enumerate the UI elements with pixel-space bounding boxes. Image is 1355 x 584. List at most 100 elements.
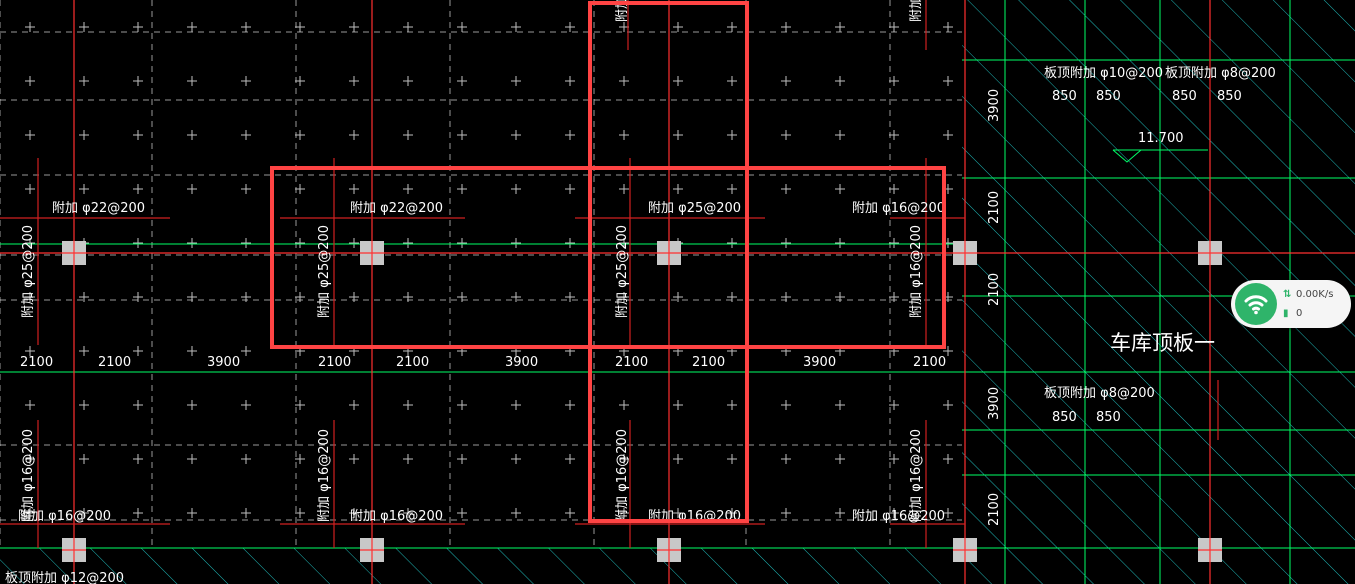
plus-mark — [241, 454, 251, 464]
rebar-label: 附加 φ22@200 — [350, 201, 443, 216]
column-cross — [62, 538, 86, 562]
rebar-label: 附加 φ22@200 — [52, 201, 145, 216]
plus-mark — [187, 238, 197, 248]
rebar-label-vertical: 附加 — [909, 0, 924, 22]
plus-mark — [457, 22, 467, 32]
plus-mark — [511, 76, 521, 86]
plus-mark — [673, 454, 683, 464]
plus-mark — [349, 130, 359, 140]
plus-mark — [565, 22, 575, 32]
plus-mark — [133, 22, 143, 32]
plus-mark — [349, 508, 359, 518]
slab-dim: 850 — [1096, 410, 1121, 425]
plus-mark — [781, 76, 791, 86]
slab-note: 板顶附加 φ8@200 — [1044, 386, 1155, 401]
network-widget[interactable]: ⇅ 0.00K/s ▮ 0 — [1231, 280, 1351, 328]
plus-mark — [187, 292, 197, 302]
plus-mark — [565, 238, 575, 248]
speed-value: 0.00K/s — [1296, 289, 1334, 300]
plus-mark — [403, 508, 413, 518]
plus-mark — [619, 22, 629, 32]
plus-mark — [403, 292, 413, 302]
rebar-lines — [0, 0, 1219, 548]
plus-mark — [349, 400, 359, 410]
plus-mark — [835, 22, 845, 32]
plus-mark — [25, 292, 35, 302]
battery-icon: ▮ — [1283, 308, 1289, 319]
plus-mark — [511, 22, 521, 32]
wifi-badge[interactable] — [1235, 283, 1277, 325]
plus-mark — [565, 130, 575, 140]
plus-mark — [133, 508, 143, 518]
plus-mark — [79, 130, 89, 140]
plus-mark — [349, 184, 359, 194]
plus-mark — [943, 508, 953, 518]
plus-mark — [565, 508, 575, 518]
column-cross — [360, 241, 384, 265]
count-value: 0 — [1296, 308, 1303, 319]
plus-mark — [403, 238, 413, 248]
plus-mark — [25, 508, 35, 518]
plus-mark — [619, 76, 629, 86]
dimension-text: 3900 — [505, 355, 538, 370]
plus-mark — [187, 76, 197, 86]
plus-mark — [781, 130, 791, 140]
plus-mark — [25, 454, 35, 464]
rebar-label-vertical: 附加 — [615, 0, 630, 22]
dimension-text-vertical: 2100 — [987, 191, 1002, 224]
plus-mark — [241, 346, 251, 356]
column-cross — [657, 538, 681, 562]
column-cross — [1198, 241, 1222, 265]
speed-row: ⇅ 0.00K/s — [1283, 289, 1333, 300]
elevation-text: 11.700 — [1138, 131, 1184, 146]
plus-mark — [835, 238, 845, 248]
plus-mark — [943, 76, 953, 86]
plus-mark — [511, 454, 521, 464]
plus-mark — [241, 130, 251, 140]
plus-mark — [187, 508, 197, 518]
plus-mark — [79, 184, 89, 194]
plus-mark — [943, 22, 953, 32]
plus-mark — [727, 130, 737, 140]
plus-mark — [943, 346, 953, 356]
rebar-label: 附加 φ16@200 — [852, 509, 945, 524]
transfer-arrows-icon: ⇅ — [1283, 289, 1292, 300]
plus-mark — [187, 400, 197, 410]
plus-mark — [295, 454, 305, 464]
plus-mark — [727, 76, 737, 86]
plus-mark — [781, 508, 791, 518]
plus-mark — [727, 508, 737, 518]
plus-mark — [835, 454, 845, 464]
plus-mark — [565, 184, 575, 194]
dimension-text-vertical: 3900 — [987, 89, 1002, 122]
slab-note: 板顶附加 φ8@200 — [1165, 66, 1276, 81]
plus-mark — [835, 508, 845, 518]
plus-mark — [619, 508, 629, 518]
rebar-label-vertical: 附加 φ16@200 — [909, 225, 924, 318]
plus-mark — [619, 400, 629, 410]
dimension-text: 2100 — [318, 355, 351, 370]
plus-mark — [79, 400, 89, 410]
plus-mark — [727, 22, 737, 32]
plus-mark — [727, 184, 737, 194]
rebar-label-vertical: 附加 φ25@200 — [615, 225, 630, 318]
plus-mark — [565, 76, 575, 86]
plus-mark — [565, 454, 575, 464]
plus-mark — [25, 400, 35, 410]
plus-mark — [295, 130, 305, 140]
plus-mark — [727, 454, 737, 464]
rebar-label: 板顶附加 φ12@200 — [5, 571, 124, 584]
plus-mark — [727, 238, 737, 248]
plus-mark — [241, 292, 251, 302]
plus-mark — [25, 238, 35, 248]
plus-mark — [835, 400, 845, 410]
rebar-label-vertical: 附加 φ16@200 — [615, 429, 630, 522]
plus-mark — [457, 238, 467, 248]
dimension-text: 2100 — [615, 355, 648, 370]
plus-mark — [295, 184, 305, 194]
plus-mark — [25, 76, 35, 86]
column-cross — [657, 241, 681, 265]
plus-mark — [241, 22, 251, 32]
plus-mark — [781, 292, 791, 302]
